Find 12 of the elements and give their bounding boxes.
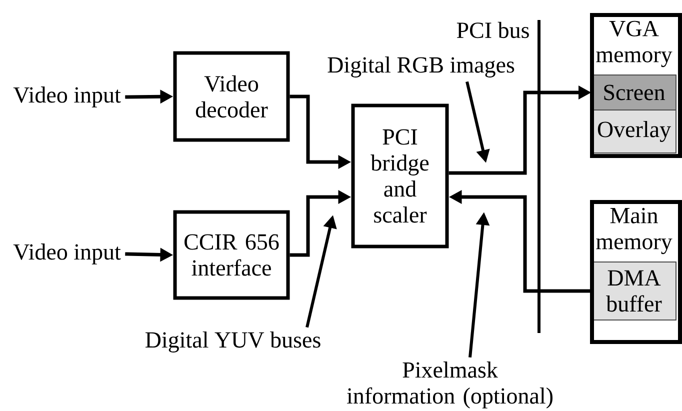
memory-region: Overlay [592, 110, 676, 154]
callout-text: Digital YUV buses [146, 332, 320, 352]
input-label: Video input [13, 244, 121, 264]
process-box: PCI bridge and scaler [351, 104, 449, 248]
memory-region: Screen [592, 74, 676, 110]
memory-region: DMA buffer [592, 262, 676, 320]
callout-text: Digital RGB images [328, 56, 514, 78]
bus-label: PCI bus [456, 22, 529, 38]
input-label: Video input [13, 86, 121, 108]
callout-text: Pixelmask information (optional) [347, 362, 552, 408]
process-box: CCIR 656 interface [173, 210, 290, 300]
process-box: Video decoder [173, 51, 290, 142]
